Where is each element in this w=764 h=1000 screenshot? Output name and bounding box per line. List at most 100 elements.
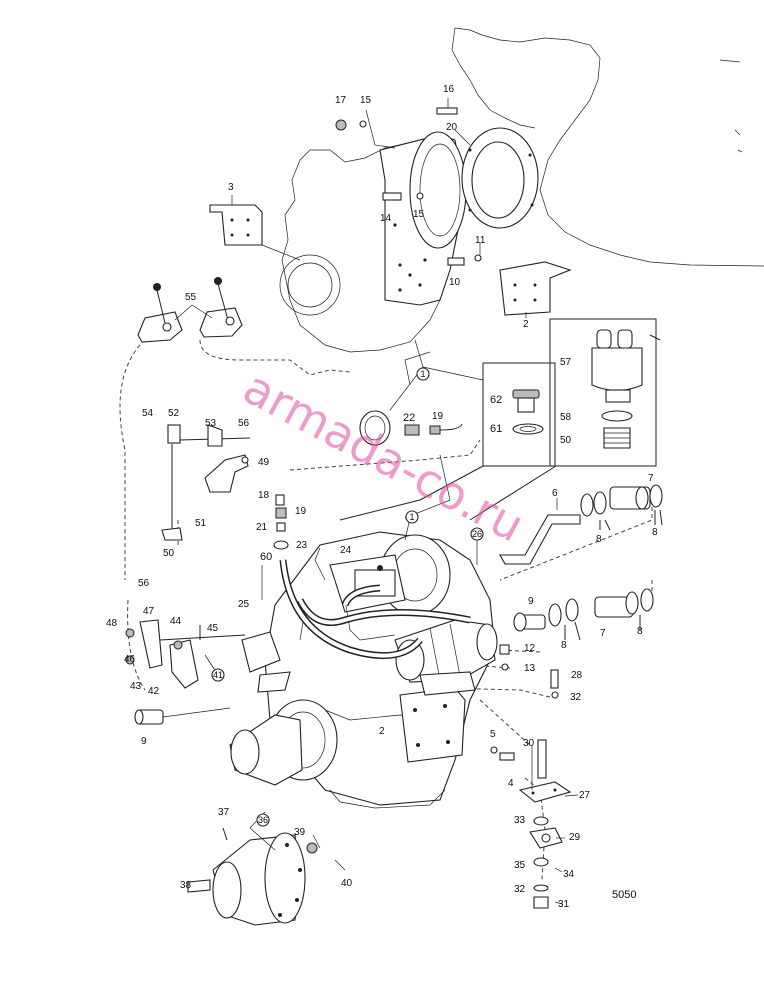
callout-25: 25: [238, 599, 250, 610]
adapter-plate: [379, 131, 467, 306]
callout-12: 12: [524, 643, 536, 654]
callout-39: 39: [294, 827, 306, 838]
callout-55: 55: [185, 292, 197, 303]
callout-3: 3: [228, 182, 234, 193]
callout-42: 42: [148, 686, 160, 697]
callout-34: 34: [563, 869, 575, 880]
callout-49: 49: [258, 457, 270, 468]
callout-57: 57: [560, 357, 572, 368]
callout-8: 8: [596, 534, 602, 545]
callout-23: 23: [296, 540, 308, 551]
callout-5: 5: [490, 729, 496, 740]
stud-16: [436, 107, 458, 115]
output-flange: [229, 714, 303, 786]
linkage-upper: [161, 424, 251, 541]
callout-labels: 17 15 16 20 3 14 15 11 10 2 55 1 57 62 6…: [106, 84, 658, 910]
callout-20: 20: [446, 122, 458, 133]
bracket-2-lower: [399, 671, 476, 763]
engine-outline: [279, 27, 764, 353]
bolt-10: [447, 254, 482, 266]
callout-13: 13: [524, 663, 536, 674]
oil-hoses: [279, 559, 471, 660]
callout-36: 36: [258, 815, 268, 825]
callout-24: 24: [340, 545, 352, 556]
callout-15: 15: [360, 95, 372, 106]
callout-15: 15: [413, 209, 425, 220]
control-levers: [137, 277, 243, 343]
callout-50: 50: [560, 435, 572, 446]
callout-41: 41: [213, 670, 223, 680]
callout-56: 56: [238, 418, 250, 429]
callout-33: 33: [514, 815, 526, 826]
fitting-stack: [273, 494, 289, 550]
linkage-lower: [125, 619, 291, 693]
callout-51: 51: [195, 518, 207, 529]
callout-40: 40: [341, 878, 353, 889]
engine-mount-stack: [518, 781, 572, 909]
callout-32: 32: [570, 692, 582, 703]
callout-7: 7: [648, 473, 654, 484]
gasket-ring: [461, 127, 539, 229]
drawing-number: 5050: [612, 889, 636, 901]
pipe-assembly-lower: [513, 588, 654, 641]
callout-9: 9: [528, 596, 534, 607]
callout-56: 56: [138, 578, 150, 589]
callout-1: 1: [409, 512, 414, 522]
callout-37: 37: [218, 807, 230, 818]
callout-45: 45: [207, 623, 219, 634]
inset-plug: [482, 362, 556, 467]
bracket-3: [209, 204, 301, 261]
callout-52: 52: [168, 408, 180, 419]
callout-46: 46: [124, 654, 136, 665]
callout-62: 62: [490, 394, 502, 406]
callout-2: 2: [379, 726, 385, 737]
callout-44: 44: [170, 616, 182, 627]
callout-10: 10: [449, 277, 461, 288]
callout-48: 48: [106, 618, 118, 629]
callout-8: 8: [561, 640, 567, 651]
callout-27: 27: [579, 790, 591, 801]
gauge: [359, 410, 463, 446]
callout-19: 19: [295, 506, 307, 517]
callout-11: 11: [475, 235, 486, 246]
bolt-14: [382, 192, 424, 201]
callout-14: 14: [380, 213, 392, 224]
circled-callouts: [211, 367, 484, 827]
callout-1: 1: [420, 369, 425, 379]
bolt-17: [335, 119, 347, 131]
callout-7: 7: [600, 628, 606, 639]
callout-53: 53: [205, 418, 217, 429]
callout-22: 22: [403, 412, 415, 424]
callout-6: 6: [552, 488, 558, 499]
callout-31: 31: [558, 899, 570, 910]
callout-32: 32: [514, 884, 526, 895]
callout-35: 35: [514, 860, 526, 871]
callout-30: 30: [523, 738, 535, 749]
small-fasteners-right: [490, 644, 559, 779]
callout-9: 9: [141, 736, 147, 747]
callout-4: 4: [508, 778, 514, 789]
control-cables: [119, 339, 653, 881]
callout-28: 28: [571, 670, 583, 681]
bracket-2-top: [499, 261, 572, 316]
callout-16: 16: [443, 84, 455, 95]
callout-38: 38: [180, 880, 192, 891]
coupling-flange: [187, 811, 318, 926]
callout-58: 58: [560, 412, 572, 423]
callout-8: 8: [652, 527, 658, 538]
inset-connectors: [339, 465, 557, 521]
callout-2: 2: [523, 319, 529, 330]
washer-15: [359, 120, 367, 128]
pipe-assembly-upper: [499, 484, 663, 565]
callout-47: 47: [143, 606, 155, 617]
inset-sender: [549, 318, 661, 467]
callout-26: 26: [472, 529, 482, 539]
callout-18: 18: [258, 490, 270, 501]
callout-50: 50: [163, 548, 175, 559]
callout-29: 29: [569, 832, 581, 843]
callout-8: 8: [637, 626, 643, 637]
callout-54: 54: [142, 408, 154, 419]
callout-19: 19: [432, 411, 444, 422]
fitting-9-left: [134, 707, 231, 725]
